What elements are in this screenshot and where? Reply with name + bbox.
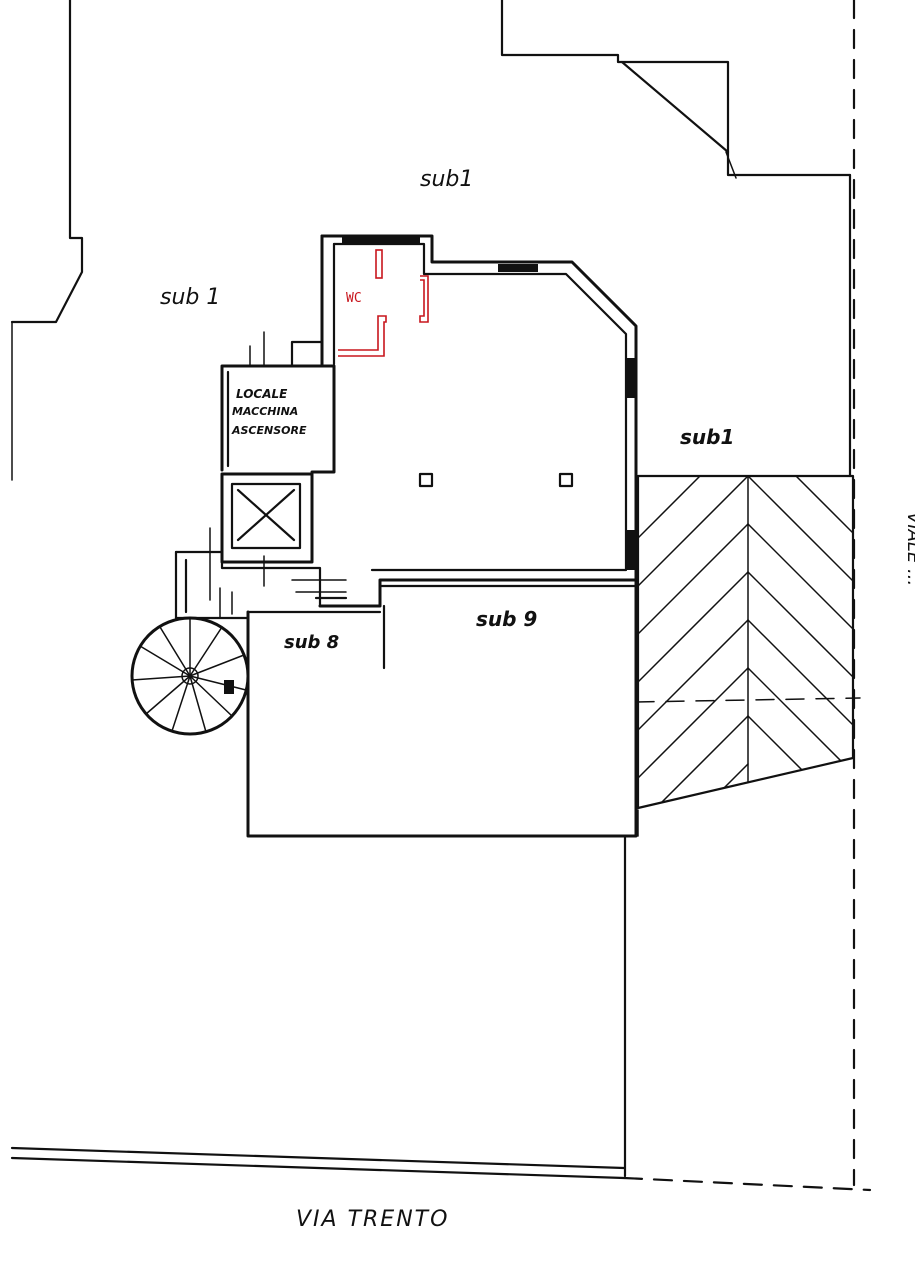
elevator-shaft-inner (230, 482, 302, 550)
window-right-lower (626, 530, 636, 570)
street-edge-upper (10, 1146, 626, 1170)
label-sub8: sub 8 (284, 632, 339, 653)
label-sub1-top: sub1 (420, 167, 473, 192)
wc-partitions (338, 249, 429, 357)
column-2 (558, 472, 574, 488)
street-edge-dashed (622, 1176, 872, 1192)
machine-room-label-2: MACCHINA (232, 405, 298, 418)
stair-landing-outline (174, 550, 322, 608)
label-sub1-left: sub 1 (160, 285, 220, 310)
machine-room-vent (290, 340, 324, 368)
top-right-corner-tick (725, 151, 737, 179)
label-sub9: sub 9 (476, 607, 537, 631)
machine-room-label-1: LOCALE (236, 387, 288, 401)
top-right-diagonal-wall (620, 60, 730, 154)
machine-room-label-3: ASCENSORE (231, 424, 307, 437)
label-sub1-right: sub1 (680, 425, 734, 449)
main-unit-inner-wall (332, 242, 628, 572)
street-edge-lower (10, 1156, 626, 1180)
machine-room-outline (220, 364, 336, 474)
left-building-outline (10, 0, 84, 324)
label-street: VIA TRENTO (296, 1207, 449, 1232)
main-unit-outer-wall (318, 234, 638, 608)
window-right-upper (626, 358, 636, 398)
top-right-building-outline (500, 0, 852, 177)
elevator-shaft-outer (220, 472, 314, 564)
wc-label: WC (346, 291, 362, 306)
spiral-staircase (130, 616, 250, 736)
hatched-area (635, 474, 861, 810)
label-side-street: VIALE ... (903, 512, 915, 586)
elevator-cross-2 (236, 488, 296, 542)
window-top-wc (342, 236, 420, 244)
column-1 (418, 472, 434, 488)
terrace-outline (246, 578, 638, 838)
window-top-main (498, 264, 538, 272)
